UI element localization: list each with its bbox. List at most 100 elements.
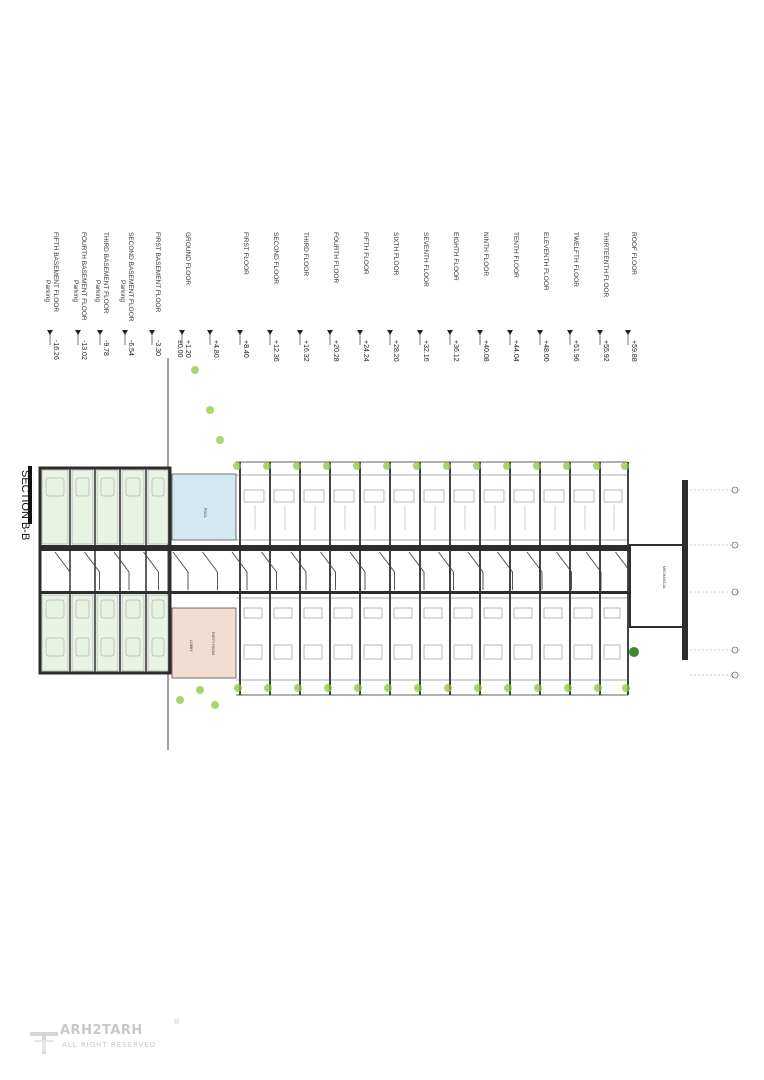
kitchen-counter: [273, 607, 293, 619]
level-label-20: ROOF FLOOR +59.88: [625, 232, 637, 362]
tree-icon: [443, 462, 451, 470]
window-opening: [333, 489, 355, 503]
logo-tagline: ALL RIGHT RESERVED: [62, 1041, 156, 1049]
tree-icon: [593, 462, 601, 470]
basement-bay-lower: [147, 594, 169, 672]
window-opening: [273, 489, 295, 503]
corridor-ceiling-chevron: [379, 551, 395, 590]
corridor-ceilings: [54, 551, 631, 590]
car-icon: [100, 477, 115, 497]
level-label-13: SEVENTH FLOOR+32.16: [417, 232, 429, 362]
tree-icon: [594, 684, 602, 692]
bed-furniture: [573, 644, 593, 660]
basement-bay-upper: [71, 469, 94, 545]
level-value: +4.80: [212, 340, 219, 358]
bed-furniture: [393, 644, 413, 660]
window-opening: [573, 489, 595, 503]
window-opening: [483, 489, 505, 503]
bed-furniture: [603, 644, 621, 660]
shrub-icon: [629, 647, 639, 657]
bed-furniture: [273, 644, 293, 660]
basement-bay-upper: [41, 469, 69, 545]
section-title-bar: [28, 466, 32, 524]
bed-furniture: [303, 644, 323, 660]
grid-bubble-icon: [731, 486, 739, 494]
level-value: +16.32: [302, 340, 309, 362]
level-value: +48.00: [542, 340, 549, 362]
basement-bay-lower: [96, 594, 119, 672]
bed-furniture: [333, 644, 353, 660]
mechanical-room: [629, 544, 686, 628]
level-label-8: SECOND FLOOR+12.36: [267, 232, 279, 362]
level-value: +1.20: [184, 340, 191, 358]
corridor-ceiling-chevron: [438, 551, 454, 590]
car-icon: [45, 637, 65, 657]
level-label-15: NINTH FLOOR +40.08: [477, 232, 489, 362]
window-opening: [363, 489, 385, 503]
level-value: +44.04: [512, 340, 519, 362]
level-name: FOURTH BASEMENT FLOOR: [80, 232, 87, 321]
corridor-ceiling-chevron: [290, 551, 307, 590]
level-label-11: FIFTH FLOOR+24.24: [357, 232, 369, 362]
level-label-4: FIRST BASEMENT FLOOR-3.30: [149, 232, 161, 356]
level-label-10: FOURTH FLOOR+20.28: [327, 232, 339, 362]
level-value: +24.24: [362, 340, 369, 362]
level-name: ELEVENTH FLOOR: [542, 232, 549, 291]
level-name: NINTH FLOOR: [482, 232, 489, 276]
level-label-12: SIXTH FLOOR+28.20: [387, 232, 399, 362]
car-icon: [125, 599, 141, 619]
tree-icon: [354, 684, 362, 692]
level-value: +20.28: [332, 340, 339, 362]
tree-icon: [534, 684, 542, 692]
level-label-7: FIRST FLOOR+8.40: [237, 232, 249, 358]
window-opening: [453, 489, 475, 503]
tree-icon: [324, 684, 332, 692]
tree-icon: [176, 696, 184, 704]
corridor-ceiling-chevron: [349, 551, 366, 590]
floor-slabs: [236, 461, 629, 696]
level-name: FIRST BASEMENT FLOOR: [154, 232, 161, 313]
tree-icon: [196, 686, 204, 694]
window-opening: [393, 489, 415, 503]
level-value: +59.88: [630, 340, 637, 362]
corridor-ceiling-chevron: [408, 551, 425, 590]
lobby-label: LOBBY: [189, 640, 193, 652]
tree-icon: [211, 701, 219, 709]
level-name: FIFTH BASEMENT FLOOR: [52, 232, 59, 312]
corridor-ceiling-chevron: [202, 551, 218, 590]
level-label-5: GROUND FLOOR+1.20±0.00: [176, 232, 191, 358]
level-label-16: TENTH FLOOR+44.04: [507, 232, 519, 362]
kitchen-counter: [483, 607, 503, 619]
party-room-label: PARTY ROOM: [211, 632, 215, 655]
car-icon: [151, 599, 165, 619]
logo-mark-inner-icon: [34, 1040, 54, 1052]
level-value: -13.02: [80, 340, 87, 360]
kitchen-counter: [363, 607, 383, 619]
kitchen-counter: [243, 607, 263, 619]
grid-bubble-icon: [731, 588, 739, 596]
corridor-ceiling-chevron: [113, 551, 130, 590]
level-value: +12.36: [272, 340, 279, 362]
roof-parapet: [682, 480, 688, 660]
level-sub: Parking: [44, 280, 51, 302]
car-icon: [151, 477, 165, 497]
logo: ARH2TARH ® ALL RIGHT RESERVED: [30, 1018, 180, 1054]
level-name: ROOF FLOOR: [630, 232, 637, 275]
kitchen-counter: [393, 607, 413, 619]
tree-icon: [384, 684, 392, 692]
bed-furniture: [453, 644, 473, 660]
car-icon: [45, 477, 65, 497]
corridor-ceiling-chevron: [231, 551, 248, 590]
level-value: +40.08: [482, 340, 489, 362]
corridor-slab-upper: [40, 545, 630, 551]
apartment-units: [243, 489, 623, 660]
bed-furniture: [543, 644, 563, 660]
logo-name: ARH2TARH: [60, 1023, 143, 1038]
corridor-ceiling-chevron: [320, 551, 336, 590]
basement-bay-lower: [41, 594, 69, 672]
window-opening: [513, 489, 535, 503]
